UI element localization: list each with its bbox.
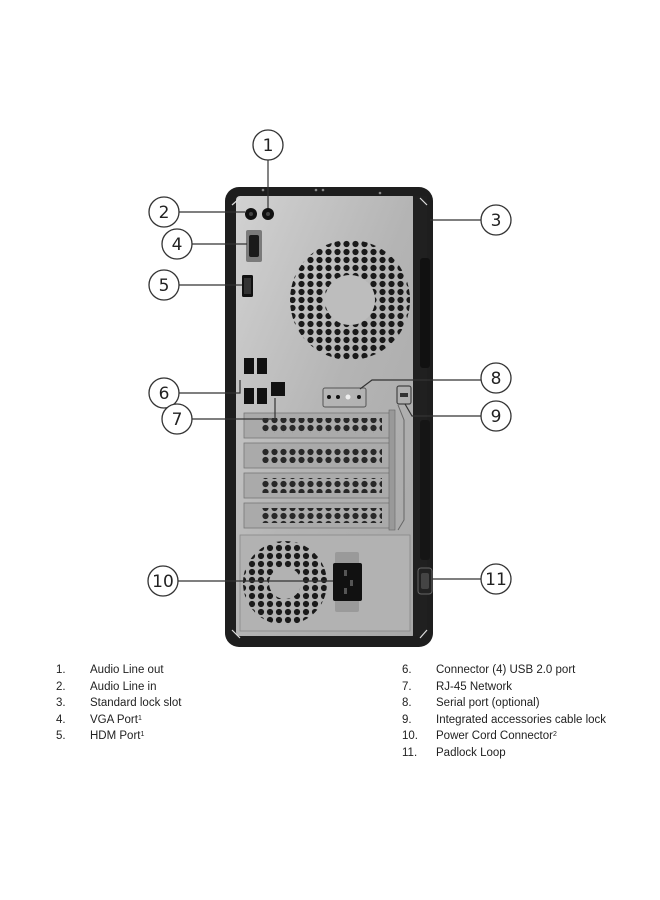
serial-port: [322, 387, 367, 408]
expansion-slots: [243, 404, 405, 531]
power-supply: [239, 534, 411, 632]
pc-rear-panel-diagram: 1 2 3 4 5 6 7 8 9 10 11: [147, 129, 512, 647]
callout-1: [252, 129, 284, 161]
legend-right: 6.Connector (4) USB 2.0 port 7.RJ-45 Net…: [402, 662, 606, 761]
svg-text:11: 11: [485, 570, 507, 590]
cable-lock: [396, 385, 412, 405]
rj45-port: [271, 382, 285, 396]
legend-item: 7.RJ-45 Network: [402, 680, 513, 693]
callout-10: [147, 565, 179, 597]
audio-jacks: [245, 208, 274, 220]
legend-item: 3.Standard lock slot: [56, 697, 182, 709]
hdmi-port: [242, 275, 253, 297]
svg-text:6: 6: [159, 384, 170, 404]
padlock-loop: [417, 567, 433, 595]
svg-text:7: 7: [172, 410, 183, 430]
callout-7: [161, 403, 193, 435]
callout-11: [480, 563, 512, 595]
callout-markers: [147, 129, 512, 597]
legend-item: 9.Integrated accessories cable lock: [402, 713, 607, 726]
legend-item: 11.Padlock Loop: [402, 746, 506, 759]
legend-item: 1.Audio Line out: [56, 664, 164, 676]
callout-2: [148, 196, 180, 228]
footnote-marker: 2: [552, 731, 557, 738]
svg-text:4: 4: [172, 235, 183, 255]
callout-8: [480, 362, 512, 394]
footnote-marker: 1: [137, 714, 142, 722]
callout-4: [161, 228, 193, 260]
callout-9: [480, 400, 512, 432]
callout-3: [480, 204, 512, 236]
callout-numbers: 1 2 3 4 5 6 7 8 9 10 11: [152, 136, 507, 592]
legend-left: 1.Audio Line out 2.Audio Line in 3.Stand…: [56, 662, 181, 745]
svg-text:3: 3: [491, 211, 502, 231]
legend-item: 6.Connector (4) USB 2.0 port: [402, 664, 576, 676]
callout-6: [148, 377, 180, 409]
top-fan-grill: [290, 240, 410, 360]
legend-item: 8.Serial port (optional): [402, 697, 540, 709]
svg-text:2: 2: [159, 203, 170, 223]
footnote-marker: 1: [140, 731, 145, 738]
callout-lines: [178, 160, 481, 582]
svg-text:9: 9: [491, 407, 502, 427]
legend-item: 2.Audio Line in: [56, 680, 157, 693]
svg-text:5: 5: [159, 276, 170, 296]
callout-5: [148, 269, 180, 301]
svg-text:10: 10: [152, 572, 174, 592]
usb-ports: [244, 358, 267, 404]
svg-text:8: 8: [491, 369, 502, 389]
vga-port: [246, 230, 262, 262]
svg-text:1: 1: [263, 136, 274, 156]
